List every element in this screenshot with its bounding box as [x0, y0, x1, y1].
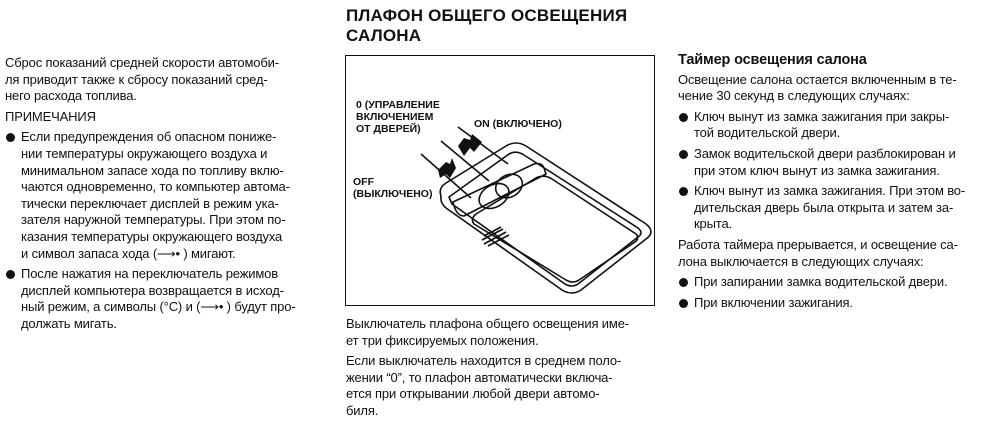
list-item-text: При включении зажигания.	[694, 294, 853, 310]
dome-light-illustration	[420, 126, 652, 294]
label-on-position: ON (ВКЛЮЧЕНО)	[474, 118, 562, 130]
list-item: Замок водительской двери разблокирован и…	[678, 146, 998, 179]
arrow-on-icon	[458, 134, 482, 156]
list-item: После нажатия на переключатель режимов д…	[5, 266, 330, 332]
list-item-text: Если предупреждения об опасном пониже- н…	[21, 129, 290, 261]
list-item-text: Ключ вынут из замка зажигания при закры-…	[694, 108, 950, 141]
section-title: ПЛАФОН ОБЩЕГО ОСВЕЩЕНИЯ САЛОНА	[346, 6, 628, 45]
bullet-icon	[6, 270, 15, 280]
dome-light-figure: 0 (УПРАВЛЕНИЕ ВКЛЮЧЕНИЕМ ОТ ДВЕРЕЙ) ON (…	[345, 55, 655, 306]
list-item-text: Замок водительской двери разблокирован и…	[694, 145, 956, 178]
list-item: Ключ вынут из замка зажигания при закры-…	[678, 109, 998, 142]
bullet-icon	[679, 112, 688, 122]
left-column: Сброс показаний средней скорости автомоб…	[5, 55, 330, 337]
list-item: Ключ вынут из замка зажигания. При этом …	[678, 183, 998, 233]
list-item: Если предупреждения об опасном пониже- н…	[5, 129, 330, 262]
list-item-text: После нажатия на переключатель режимов д…	[21, 266, 296, 331]
intro-paragraph: Сброс показаний средней скорости автомоб…	[5, 55, 279, 104]
list-item: При включении зажигания.	[678, 295, 998, 312]
list-item-text: Ключ вынут из замка зажигания. При этом …	[694, 183, 966, 232]
list-item: При запирании замка водительской двери.	[678, 274, 998, 291]
caption-paragraph-2: Если выключатель находится в среднем пол…	[346, 353, 622, 418]
timer-interrupt: Работа таймера прерывается, и освещение …	[678, 236, 958, 269]
bullet-icon	[679, 298, 688, 308]
bullet-icon	[679, 278, 688, 288]
timer-intro: Освещение салона остается включенным в т…	[678, 71, 957, 104]
notes-heading: ПРИМЕЧАНИЯ	[5, 108, 96, 124]
label-door-position: 0 (УПРАВЛЕНИЕ ВКЛЮЧЕНИЕМ ОТ ДВЕРЕЙ)	[356, 99, 440, 135]
timer-heading: Таймер освещения салона	[678, 52, 867, 68]
bullet-icon	[6, 133, 15, 143]
figure-caption: Выключатель плафона общего освещения име…	[346, 316, 666, 423]
label-off-position: OFF (ВЫКЛЮЧЕНО)	[353, 176, 433, 200]
caption-paragraph-1: Выключатель плафона общего освещения име…	[346, 316, 629, 348]
arrow-off-icon	[438, 158, 456, 178]
list-item-text: При запирании замка водительской двери.	[694, 274, 948, 290]
right-column: Таймер освещения салона Освещение салона…	[678, 52, 998, 315]
bullet-icon	[679, 149, 688, 159]
bullet-icon	[679, 187, 688, 197]
